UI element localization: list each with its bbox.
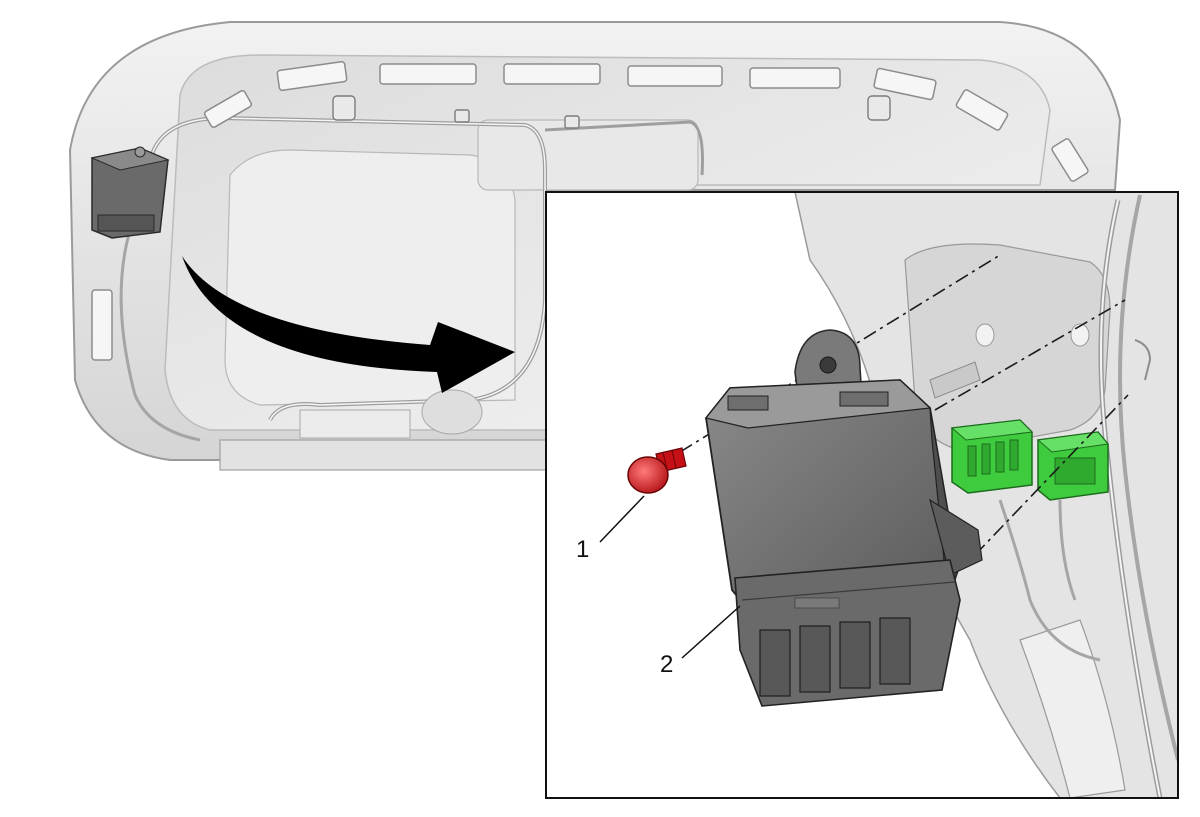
module-overview xyxy=(90,146,170,239)
green-connectors xyxy=(950,419,1109,501)
callout-2: 2 xyxy=(660,651,673,678)
leader-line-1 xyxy=(599,495,645,543)
housing-slots xyxy=(91,61,1089,361)
leader-line-2 xyxy=(681,605,741,659)
detail-inset: 1 2 xyxy=(545,191,1179,799)
control-module xyxy=(704,329,983,707)
arrow-icon xyxy=(182,256,515,393)
screw-icon xyxy=(627,447,687,494)
harness-clips xyxy=(332,95,891,129)
callout-1: 1 xyxy=(576,536,589,563)
detail-inset-border xyxy=(545,191,1179,799)
